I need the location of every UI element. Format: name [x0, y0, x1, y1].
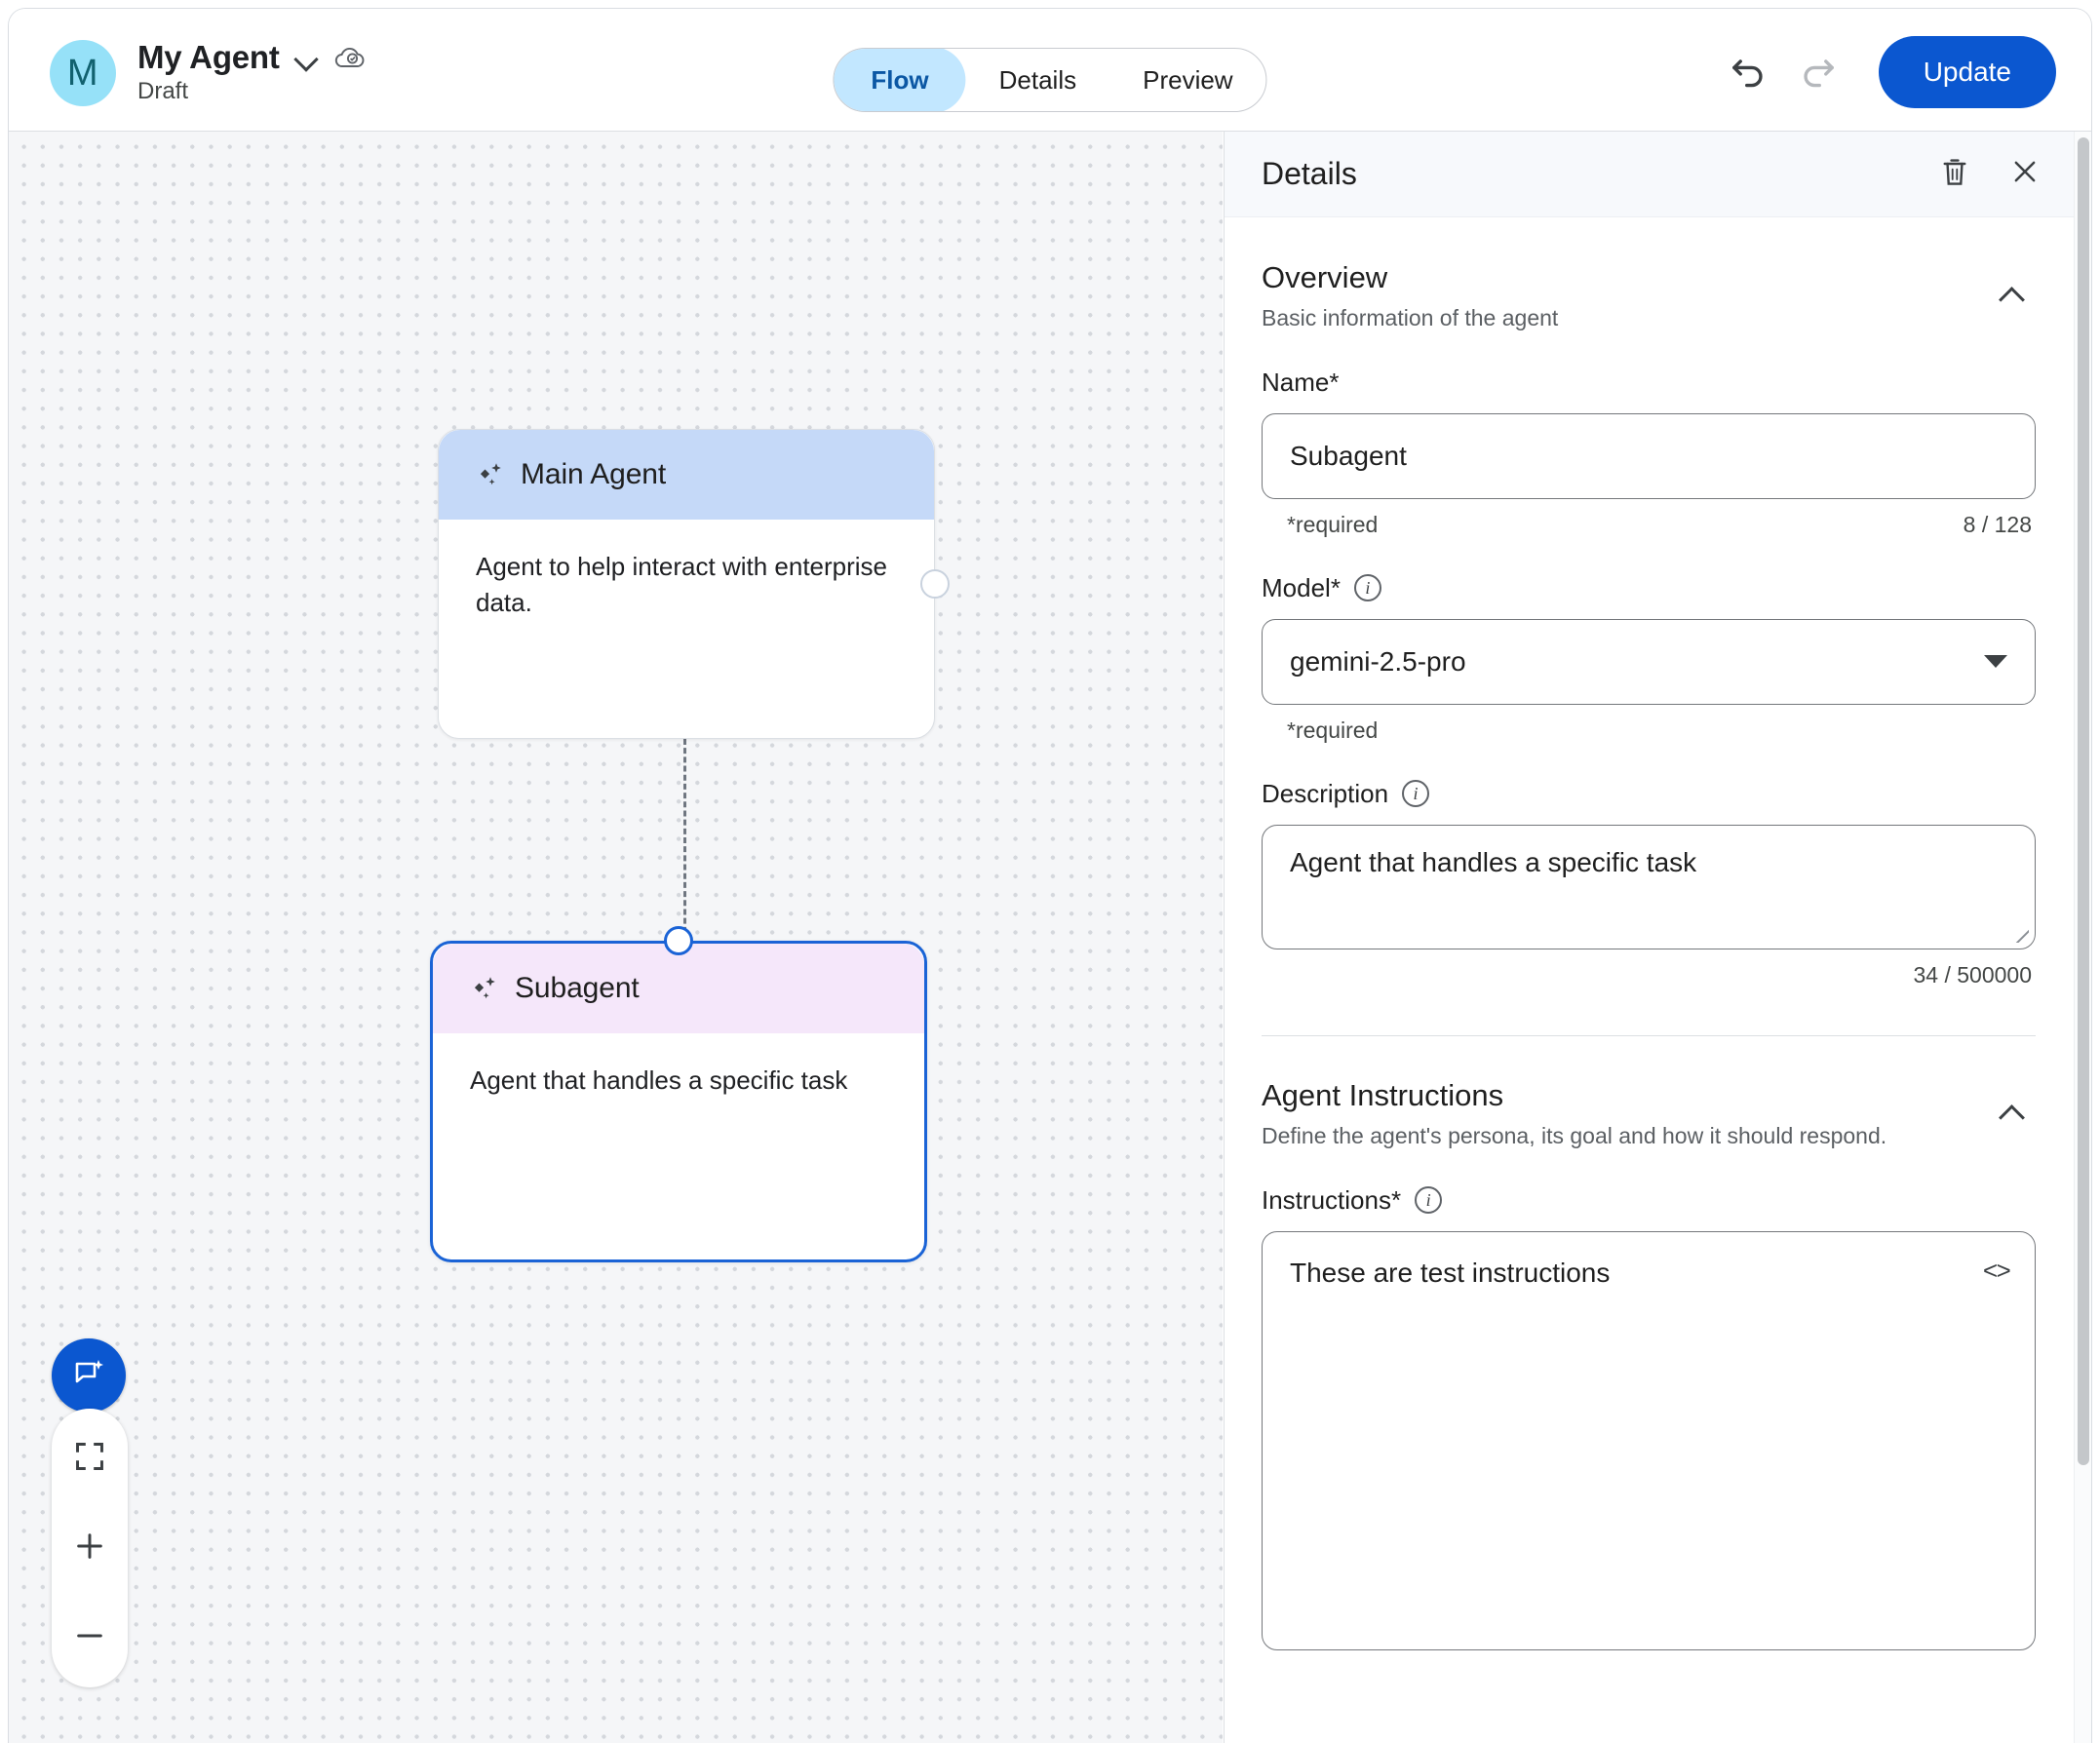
name-char-counter: 8 / 128 — [1963, 511, 2032, 537]
panel-scrollbar-thumb[interactable] — [2078, 137, 2089, 1465]
status-badge: Draft — [137, 78, 189, 105]
chevron-down-icon[interactable] — [293, 45, 319, 70]
name-helper-row: *required 8 / 128 — [1262, 512, 2036, 538]
edge-main-to-subagent — [683, 739, 686, 942]
fit-view-button[interactable] — [60, 1430, 119, 1487]
chat-sparkle-icon — [69, 1354, 108, 1398]
field-description: Description i Agent that handles a speci… — [1262, 779, 2036, 988]
undo-button[interactable] — [1713, 37, 1783, 107]
sparkle-icon — [470, 974, 499, 1003]
node-description: Agent to help interact with enterprise d… — [476, 552, 888, 617]
chevron-up-icon — [1999, 283, 2024, 308]
field-name: Name* Subagent *required 8 / 128 — [1262, 368, 2036, 538]
field-instructions: Instructions* i These are test instructi… — [1262, 1185, 2036, 1650]
collapse-agent-instructions-button[interactable] — [1987, 1089, 2036, 1138]
info-icon[interactable]: i — [1415, 1186, 1443, 1215]
chevron-up-icon — [1999, 1101, 2024, 1126]
description-helper-row: 34 / 500000 — [1262, 962, 2036, 988]
redo-icon — [1797, 49, 1840, 97]
field-label-model: Model* i — [1262, 573, 2036, 603]
model-helper-row: *required — [1262, 717, 2036, 744]
node-handle-right[interactable] — [920, 569, 950, 599]
description-textarea[interactable]: Agent that handles a specific task — [1262, 824, 2036, 949]
fit-screen-icon — [73, 1440, 106, 1478]
description-char-counter: 34 / 500000 — [1913, 961, 2032, 988]
caret-down-icon — [1984, 655, 2007, 669]
delete-button[interactable] — [1927, 147, 1982, 202]
redo-button[interactable] — [1783, 37, 1853, 107]
label-text: Description — [1262, 778, 1389, 808]
chat-assistant-button[interactable] — [52, 1338, 126, 1413]
instructions-value: These are test instructions — [1290, 1257, 1611, 1288]
update-button[interactable]: Update — [1878, 36, 2056, 108]
panel-scrollbar-track[interactable] — [2074, 132, 2091, 1743]
code-brackets-icon[interactable]: <> — [1982, 1257, 2011, 1287]
cloud-saved-icon — [332, 43, 368, 72]
field-label-instructions: Instructions* i — [1262, 1185, 2036, 1216]
section-subtitle: Define the agent's persona, its goal and… — [1262, 1123, 1887, 1149]
name-input[interactable]: Subagent — [1262, 412, 2036, 499]
section-title: Overview — [1262, 260, 1388, 294]
tab-flow[interactable]: Flow — [834, 49, 966, 111]
agent-title-block: My Agent Draft — [137, 39, 368, 106]
section-overview-header: Overview Basic information of the agent — [1262, 259, 2036, 332]
sparkle-icon — [476, 460, 505, 489]
info-icon[interactable]: i — [1402, 780, 1430, 808]
tab-preview[interactable]: Preview — [1143, 64, 1233, 95]
agent-brand: M My Agent Draft — [50, 39, 368, 107]
view-tabs: Flow Details Preview — [833, 48, 1267, 112]
collapse-overview-button[interactable] — [1987, 271, 2036, 320]
node-body-subagent: Agent that handles a specific task — [433, 1033, 924, 1099]
section-subtitle: Basic information of the agent — [1262, 305, 1559, 331]
avatar: M — [50, 40, 116, 107]
node-description: Agent that handles a specific task — [470, 1065, 848, 1095]
zoom-controls — [52, 1409, 128, 1687]
flow-canvas[interactable]: Main Agent Agent to help interact with e… — [9, 132, 1223, 1743]
node-handle-top[interactable] — [664, 926, 693, 955]
model-selected-value: gemini-2.5-pro — [1290, 645, 1466, 677]
section-title: Agent Instructions — [1262, 1077, 1504, 1112]
details-panel-title: Details — [1262, 156, 1357, 191]
top-bar: M My Agent Draft Flow D — [9, 9, 2091, 132]
node-body-main-agent: Agent to help interact with enterprise d… — [439, 520, 934, 621]
details-panel-scroll-area[interactable]: Overview Basic information of the agent … — [1225, 218, 2075, 1743]
field-model: Model* i gemini-2.5-pro *required — [1262, 573, 2036, 744]
minus-icon — [73, 1619, 106, 1657]
node-subagent[interactable]: Subagent Agent that handles a specific t… — [430, 926, 927, 1262]
description-value: Agent that handles a specific task — [1290, 846, 1697, 877]
field-label-description: Description i — [1262, 779, 2036, 809]
node-main-agent[interactable]: Main Agent Agent to help interact with e… — [438, 429, 950, 739]
close-button[interactable] — [1998, 147, 2052, 202]
instructions-textarea[interactable]: These are test instructions <> — [1262, 1230, 2036, 1650]
details-panel-header: Details — [1225, 132, 2091, 217]
details-panel-actions — [1927, 147, 2052, 202]
details-panel: Details — [1224, 132, 2091, 1743]
node-title: Subagent — [515, 972, 640, 1004]
node-title: Main Agent — [521, 458, 667, 490]
zoom-out-button[interactable] — [60, 1609, 119, 1666]
field-label-name: Name* — [1262, 368, 2036, 398]
label-text: Instructions* — [1262, 1184, 1402, 1215]
model-required-hint: *required — [1287, 717, 1379, 743]
name-required-hint: *required — [1287, 511, 1379, 537]
node-header-subagent: Subagent — [433, 944, 924, 1033]
label-text: Model* — [1262, 572, 1341, 602]
node-header-main-agent: Main Agent — [439, 430, 934, 520]
info-icon[interactable]: i — [1353, 574, 1381, 602]
app-window: M My Agent Draft Flow D — [8, 8, 2092, 1743]
model-select[interactable]: gemini-2.5-pro — [1262, 618, 2036, 705]
trash-icon — [1940, 156, 1969, 192]
close-icon — [2009, 156, 2041, 192]
tab-details[interactable]: Details — [998, 64, 1077, 95]
resize-handle[interactable] — [2009, 923, 2029, 943]
section-divider — [1262, 1034, 2036, 1036]
label-text: Name* — [1262, 367, 1340, 397]
section-agent-instructions-header: Agent Instructions Define the agent's pe… — [1262, 1077, 2036, 1150]
plus-icon — [73, 1530, 106, 1568]
page-title: My Agent — [137, 39, 280, 75]
zoom-in-button[interactable] — [60, 1520, 119, 1576]
top-bar-actions: Update — [1713, 36, 2056, 108]
undo-icon — [1727, 49, 1769, 97]
